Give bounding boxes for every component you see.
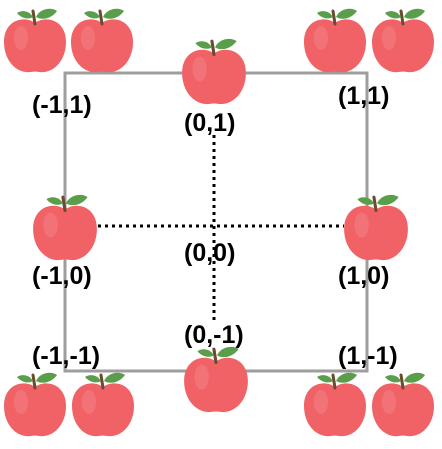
apple-icon <box>182 345 250 414</box>
apple-icon <box>302 7 368 74</box>
apple-group-middle-right <box>342 193 410 262</box>
apple-icon <box>2 7 68 74</box>
apple-icon <box>2 371 68 438</box>
apple-group-bottom-left <box>2 371 136 438</box>
label-middle-right: (1,0) <box>338 262 389 290</box>
apple-group-top-left <box>2 7 135 74</box>
apple-group-bottom-center <box>182 345 250 414</box>
apple-group-top-right <box>302 7 436 74</box>
apple-icon <box>69 7 135 74</box>
label-bottom-left: (-1,-1) <box>32 342 100 370</box>
label-middle-left: (-1,0) <box>32 262 92 290</box>
apple-icon <box>180 37 248 106</box>
label-bottom-center: (0,-1) <box>184 321 244 349</box>
label-bottom-right: (1,-1) <box>338 342 398 370</box>
apple-group-top-center <box>180 37 248 106</box>
apple-group-bottom-right <box>302 371 436 438</box>
label-top-right: (1,1) <box>338 82 389 110</box>
apple-icon <box>370 371 436 438</box>
label-center: (0,0) <box>184 239 235 267</box>
label-top-center: (0,1) <box>184 109 235 137</box>
apple-icon <box>302 371 368 438</box>
apple-icon <box>31 193 99 262</box>
apple-icon <box>342 193 410 262</box>
apple-icon <box>70 371 136 438</box>
apple-icon <box>370 7 436 74</box>
label-top-left: (-1,1) <box>32 91 92 119</box>
apple-group-middle-left <box>31 193 99 262</box>
